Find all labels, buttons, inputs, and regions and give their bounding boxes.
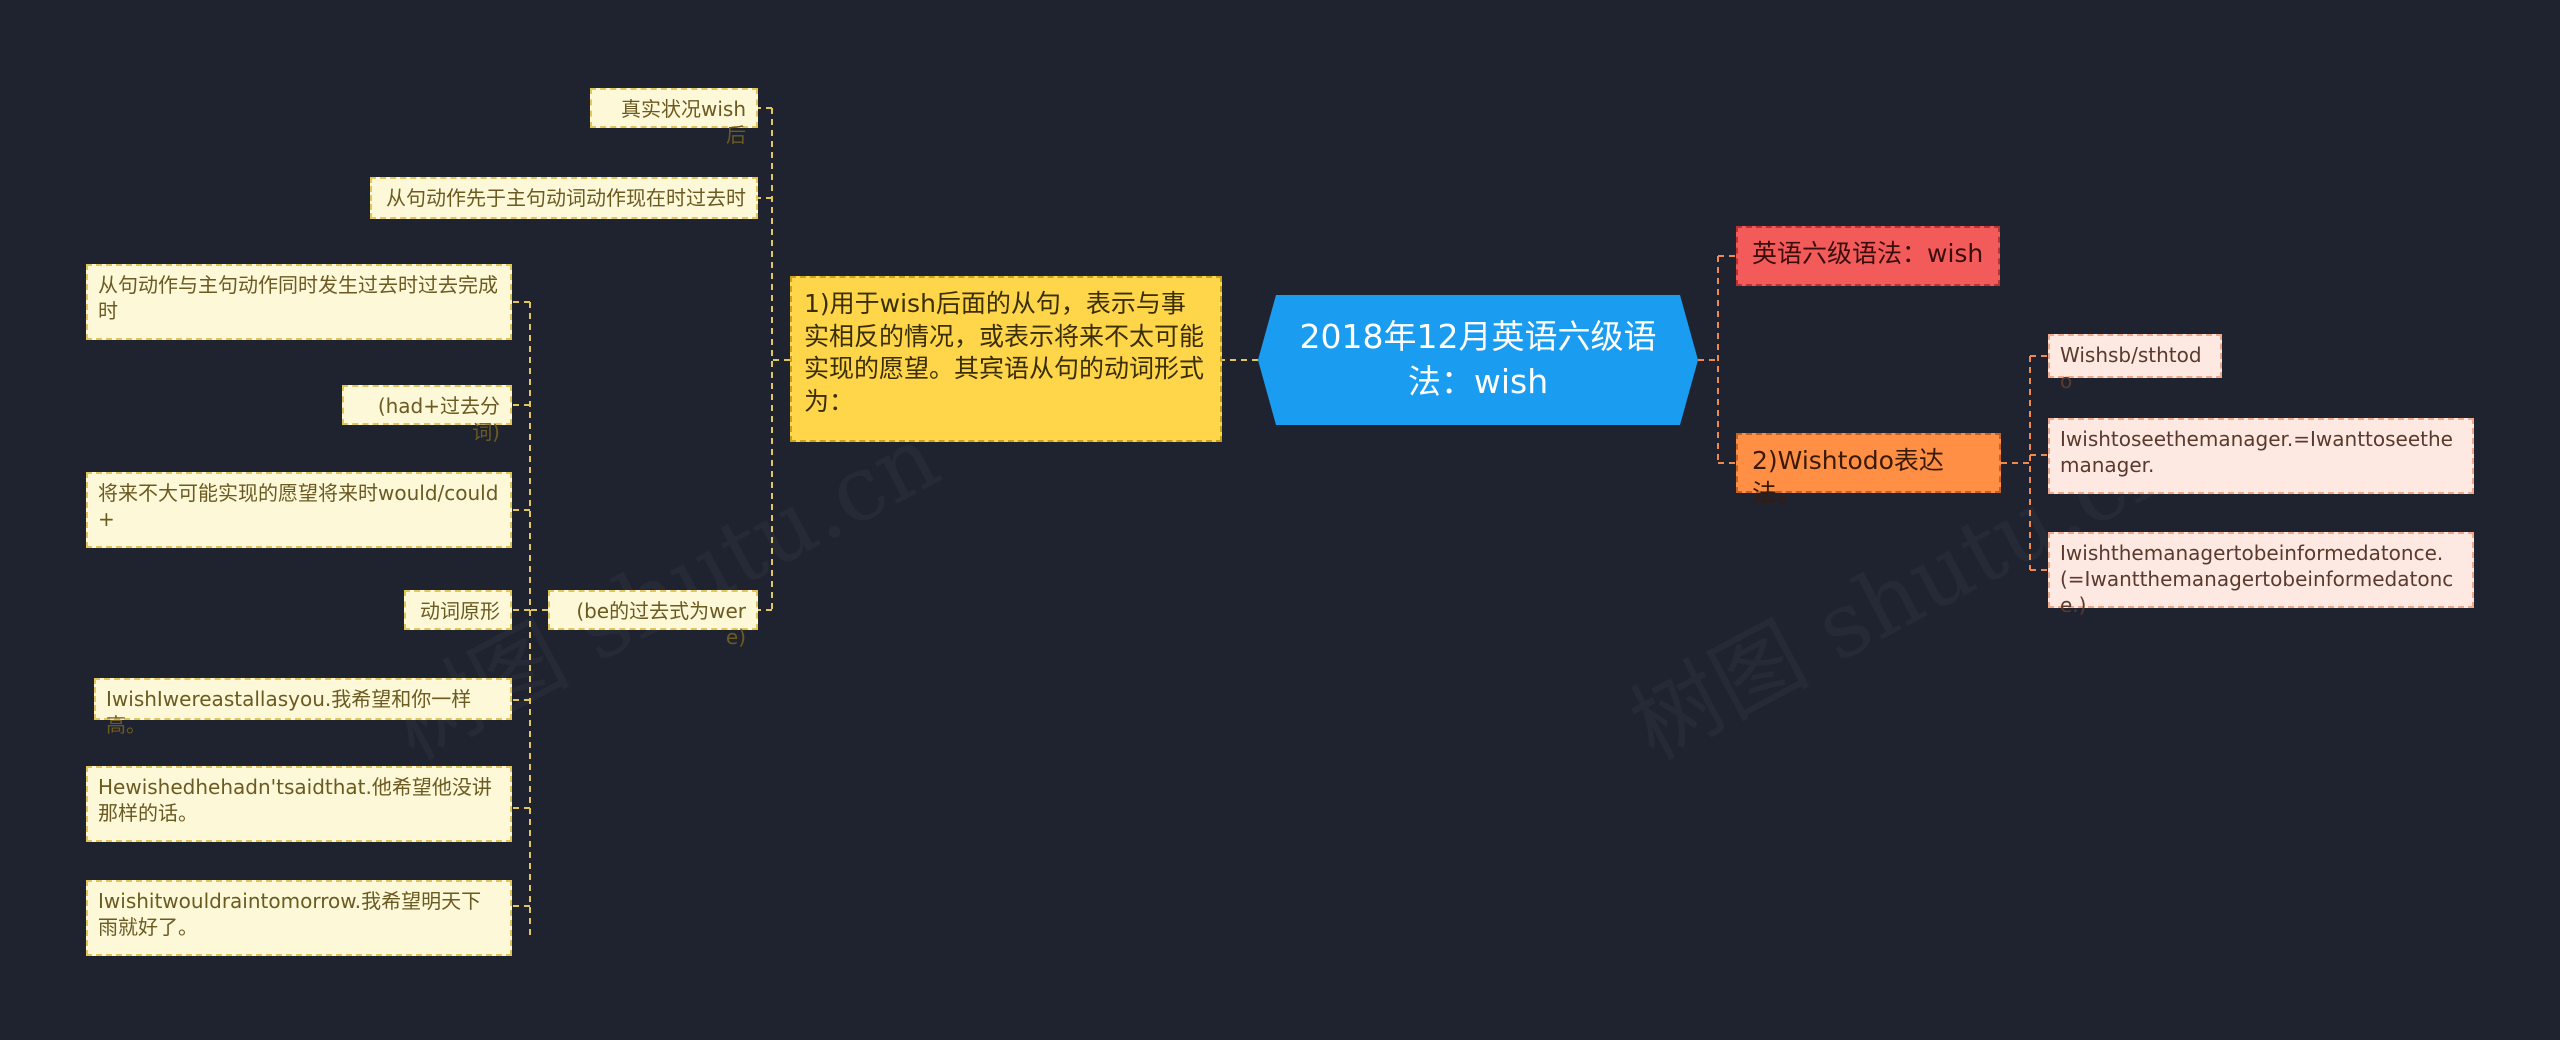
subleaf-same-time[interactable]: 从句动作与主句动作同时发生过去时过去完成时	[86, 264, 512, 340]
edge-left-bus	[758, 107, 790, 611]
subleaf-future-unlikely[interactable]: 将来不大可能实现的愿望将来时would/could+	[86, 472, 512, 548]
leaf-example-informed[interactable]: Iwishthemanagertobeinformedatonce.(=Iwan…	[2048, 532, 2474, 617]
subleaf-verb-base[interactable]: 动词原形	[404, 590, 512, 630]
branch-label: 1)用于wish后面的从句，表示与事实相反的情况，或表示将来不太可能实现的愿望。…	[804, 289, 1205, 416]
leaf-example-manager[interactable]: Iwishtoseethemanager.=Iwanttoseethemanag…	[2048, 418, 2474, 494]
branch-usage-wish-clause[interactable]: 1)用于wish后面的从句，表示与事实相反的情况，或表示将来不太可能实现的愿望。…	[790, 276, 1222, 442]
subleaf-example-rain[interactable]: Iwishitwouldraintomorrow.我希望明天下雨就好了。	[86, 880, 512, 956]
subleaf-had-past-participle[interactable]: (had+过去分词)	[342, 385, 512, 444]
leaf-wish-sb-sth-todo[interactable]: Wishsb/sthtodo	[2048, 334, 2222, 393]
subleaf-example-said[interactable]: Hewishedhehadn'tsaidthat.他希望他没讲那样的话。	[86, 766, 512, 842]
branch-title-wish[interactable]: 英语六级语法：wish	[1736, 226, 2000, 286]
subleaf-example-tall[interactable]: IwishIwereastallasyou.我希望和你一样高。	[94, 678, 512, 737]
leaf-be-were[interactable]: (be的过去式为were)	[548, 590, 758, 649]
edge-right-bus	[2001, 355, 2048, 571]
branch-wish-to-do[interactable]: 2)Wishtodo表达法。	[1736, 433, 2001, 508]
leaf-clause-before-main[interactable]: 从句动作先于主句动词动作现在时过去时	[370, 177, 758, 219]
edge-root-right	[1698, 255, 1736, 464]
root-node[interactable]: 2018年12月英语六级语法：wish	[1258, 295, 1698, 425]
root-label: 2018年12月英语六级语法：wish	[1299, 317, 1657, 401]
leaf-real-situation[interactable]: 真实状况wish后	[590, 88, 758, 147]
edge-sub-bus	[512, 301, 548, 938]
